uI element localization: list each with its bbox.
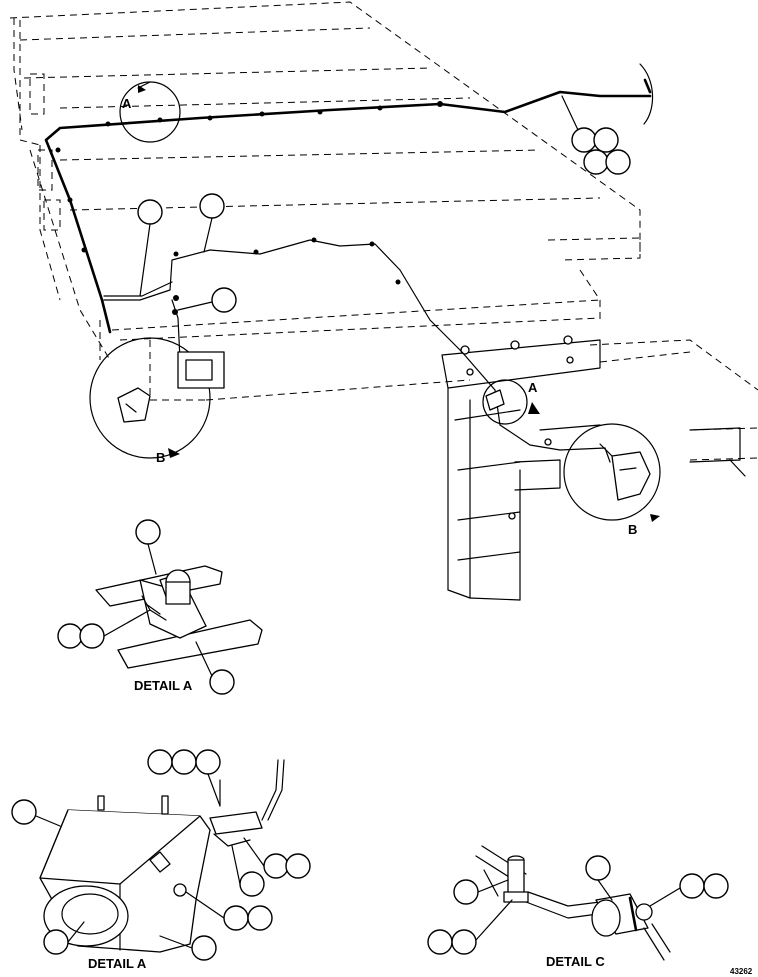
detail-c-connector: DETAIL C (427, 845, 729, 969)
detail-a-bottom-caption: DETAIL A (88, 956, 147, 971)
detail-a-bottom-lamp: DETAIL A (11, 749, 311, 971)
view-b-indicator-left: B (89, 337, 225, 465)
view-b-indicator-right: B (563, 423, 661, 537)
detail-a-top-clamp: DETAIL A (57, 519, 263, 695)
detail-c-caption: DETAIL C (546, 954, 605, 969)
vehicle-body-outline (9, 1, 758, 461)
view-b-label-left: B (156, 450, 165, 465)
wiring-harness (44, 63, 654, 463)
callout-bubbles-main (137, 95, 631, 313)
view-a-label-center: A (528, 380, 538, 395)
view-a-label-top: A (122, 96, 132, 111)
view-a-indicator-center: A (482, 379, 540, 425)
figure-number: 43262 (730, 967, 753, 976)
detail-a-top-caption: DETAIL A (134, 678, 193, 693)
harness-clamps (55, 101, 443, 315)
view-a-indicator-top: A (119, 81, 181, 143)
view-b-label-right: B (628, 522, 637, 537)
frame-structure (441, 335, 746, 601)
